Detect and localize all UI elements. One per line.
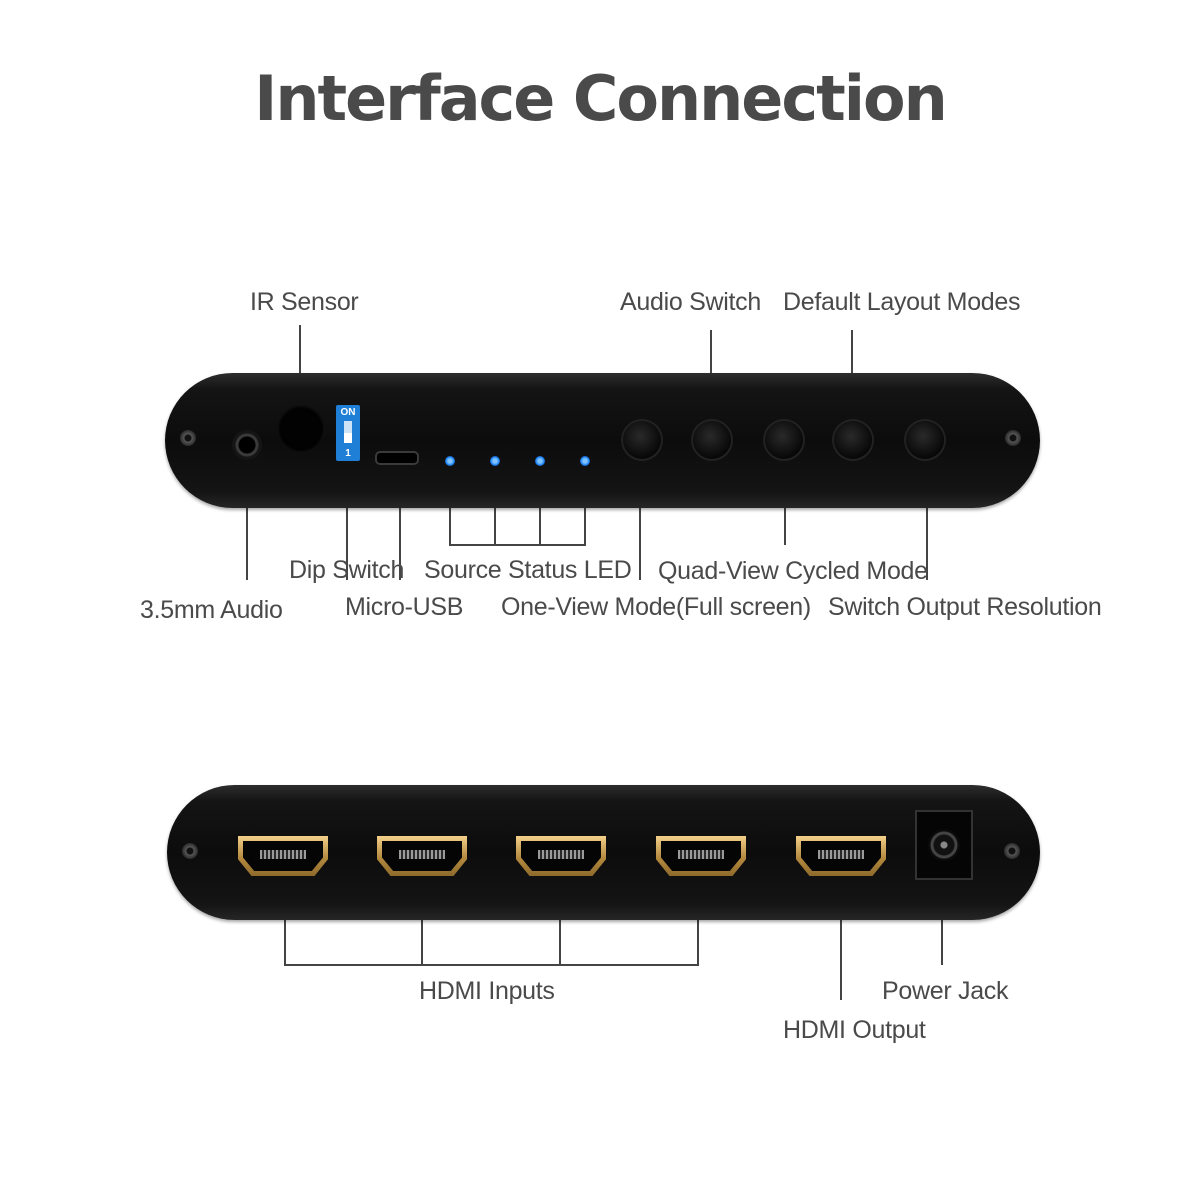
hdmi-input-3-port-icon <box>516 836 606 876</box>
output-resolution-button[interactable] <box>906 421 944 459</box>
one-view-mode-button[interactable] <box>623 421 661 459</box>
page-title: Interface Connection <box>254 62 947 135</box>
label-dip-switch: Dip Switch <box>289 556 405 584</box>
dip-switch[interactable]: ON 1 <box>336 405 360 461</box>
screw-icon <box>1004 843 1020 859</box>
label-hdmi-inputs: HDMI Inputs <box>419 977 555 1005</box>
quad-view-cycled-button[interactable] <box>765 421 803 459</box>
label-power-jack: Power Jack <box>882 977 1009 1005</box>
screw-icon <box>180 430 196 446</box>
default-layout-button[interactable] <box>834 421 872 459</box>
screw-icon <box>1005 430 1021 446</box>
audio-jack-icon <box>232 430 262 460</box>
label-switch-output-resolution: Switch Output Resolution <box>828 593 1102 621</box>
hdmi-input-1-port-icon <box>238 836 328 876</box>
source-led-3 <box>535 456 545 466</box>
screw-icon <box>182 843 198 859</box>
hdmi-input-2-port-icon <box>377 836 467 876</box>
label-default-layout-modes: Default Layout Modes <box>783 288 1021 316</box>
label-source-status-led: Source Status LED <box>424 556 632 584</box>
micro-usb-port-icon <box>375 451 419 465</box>
hdmi-input-4-port-icon <box>656 836 746 876</box>
label-hdmi-output: HDMI Output <box>783 1016 926 1044</box>
hdmi-output-port-icon <box>796 836 886 876</box>
source-led-4 <box>580 456 590 466</box>
label-35mm-audio: 3.5mm Audio <box>140 596 283 624</box>
label-quad-view-cycled-mode: Quad-View Cycled Mode <box>658 557 928 585</box>
audio-switch-button[interactable] <box>693 421 731 459</box>
power-jack-icon <box>915 810 973 880</box>
label-ir-sensor: IR Sensor <box>250 288 359 316</box>
ir-sensor-icon <box>277 405 325 453</box>
source-led-2 <box>490 456 500 466</box>
label-audio-switch: Audio Switch <box>620 288 761 316</box>
label-micro-usb: Micro-USB <box>345 593 464 621</box>
source-led-1 <box>445 456 455 466</box>
dip-on-label: ON <box>340 407 356 418</box>
dip-slider <box>344 421 352 443</box>
dip-position-label: 1 <box>345 448 351 459</box>
label-one-view-mode: One-View Mode(Full screen) <box>501 593 811 621</box>
